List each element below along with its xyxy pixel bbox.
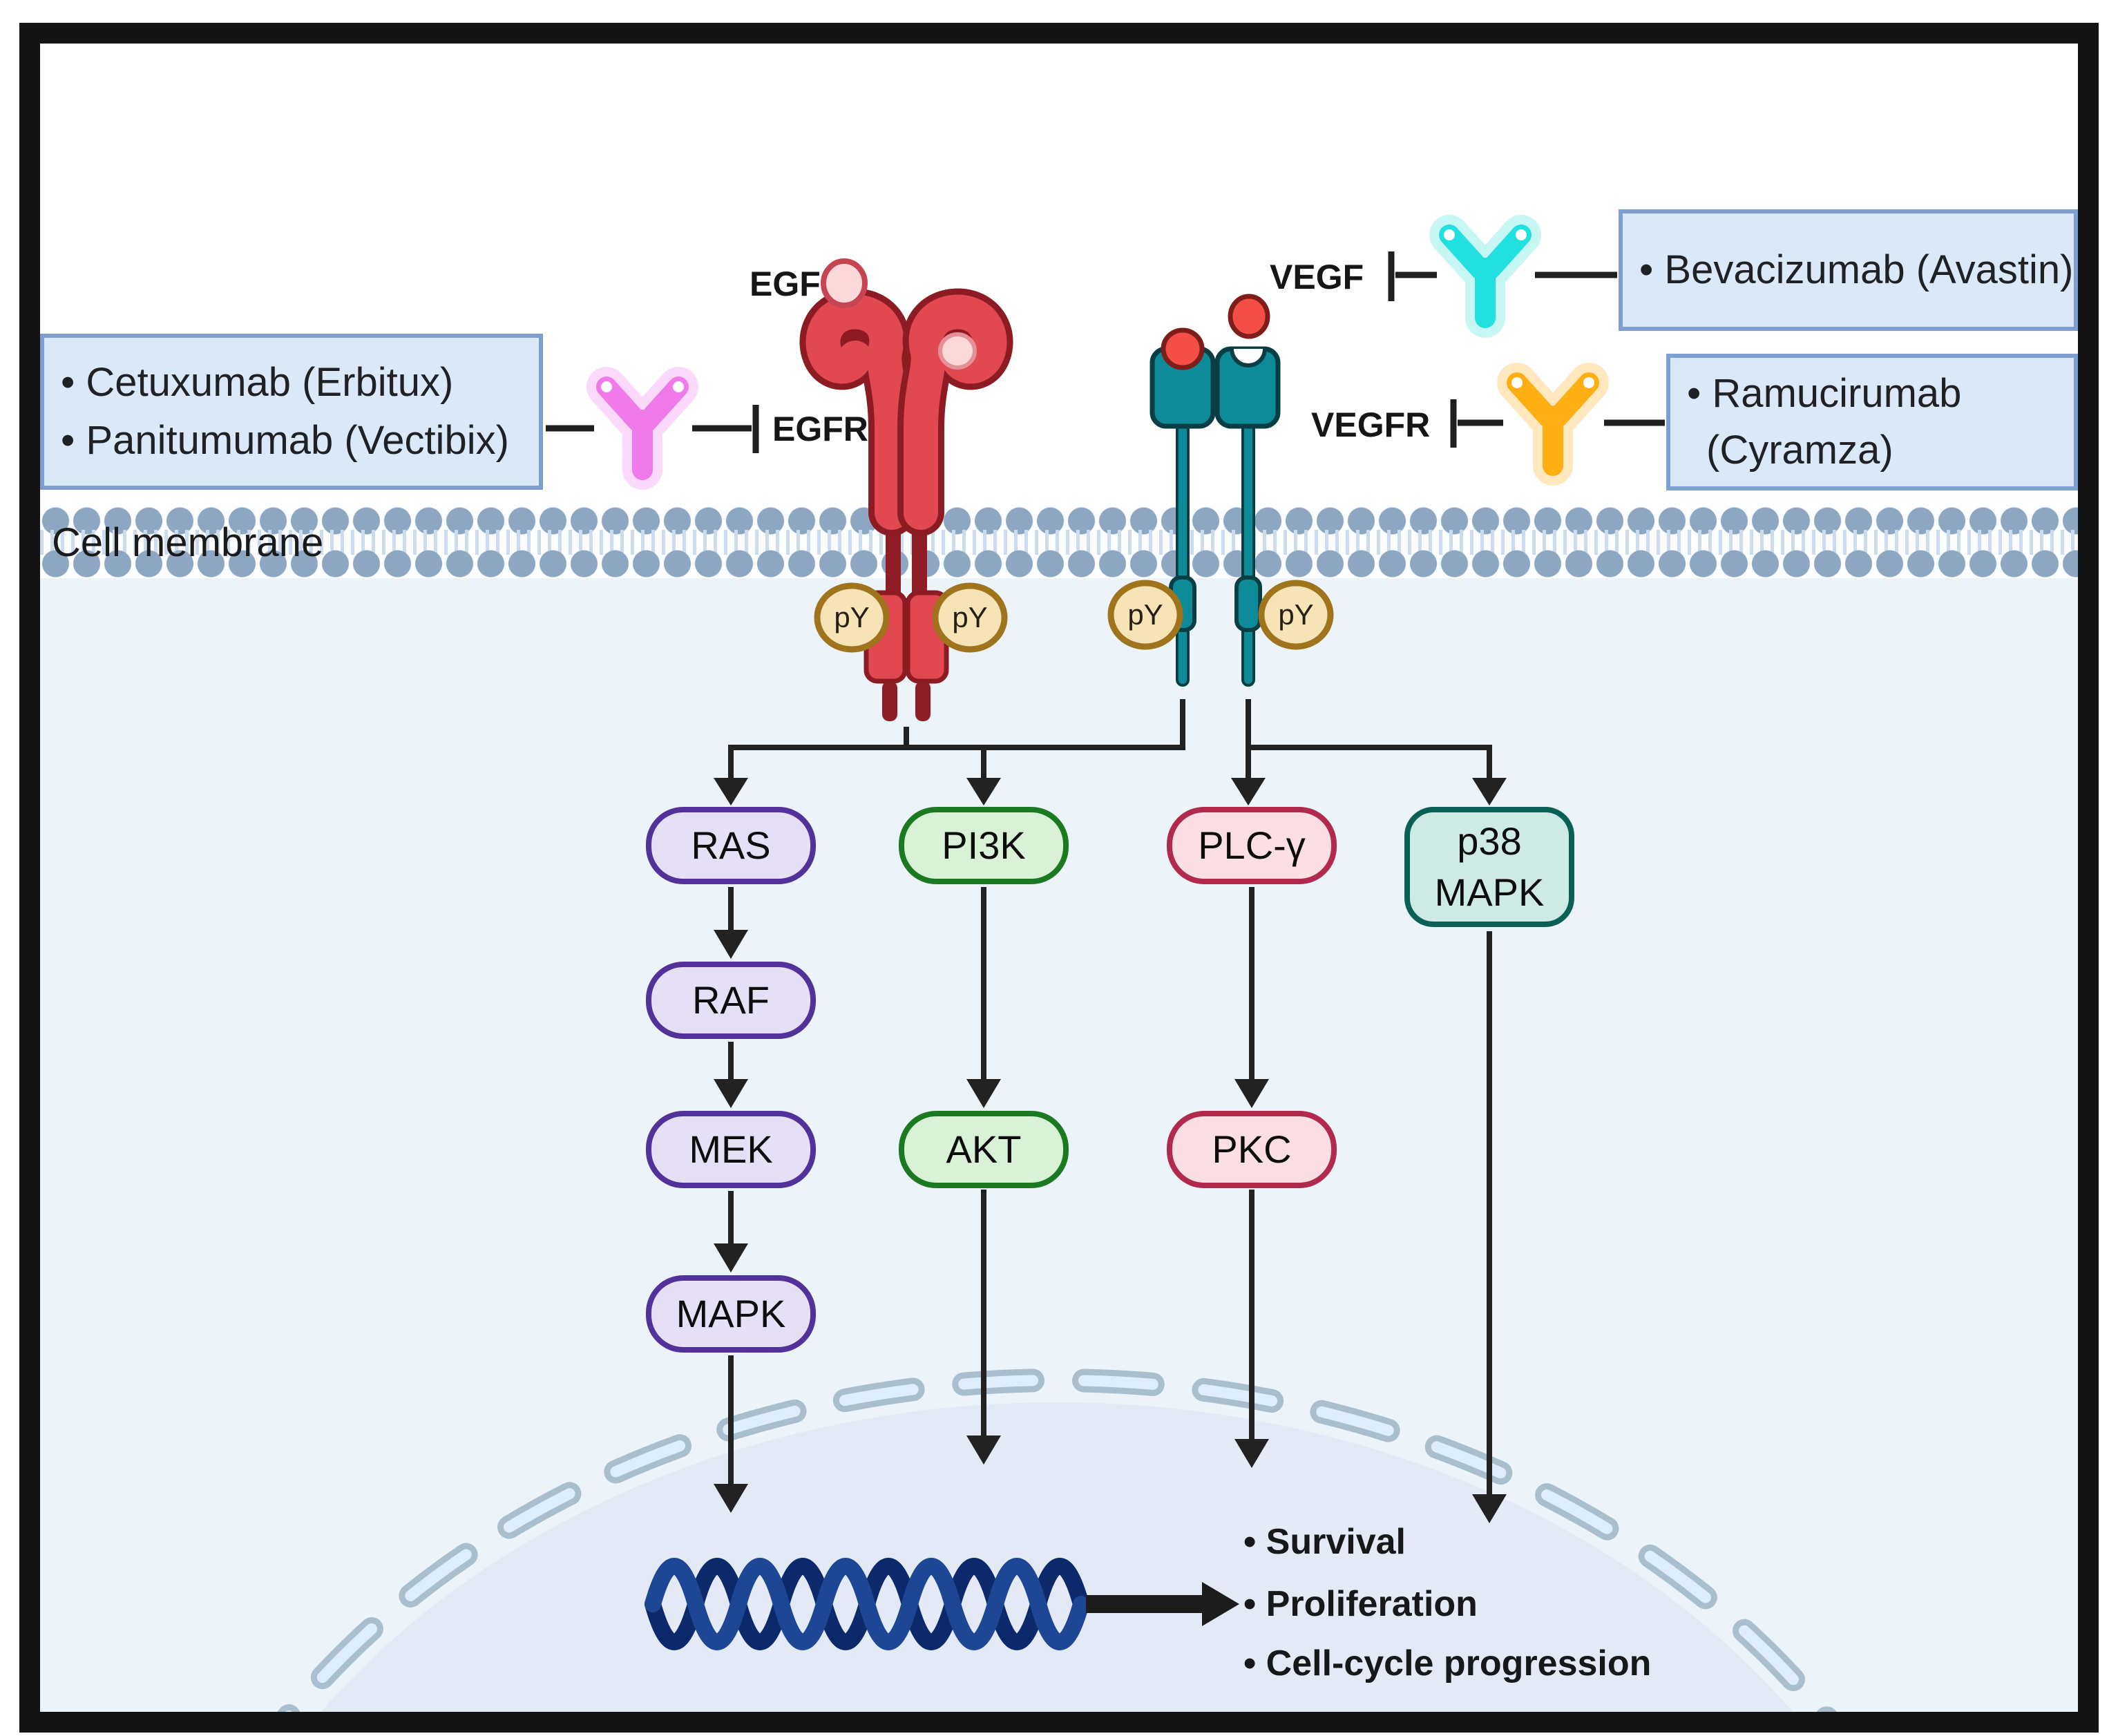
py-badge-label: pY (1127, 598, 1163, 631)
outcome-proliferation: • Proliferation (1243, 1584, 1478, 1624)
node-raf: RAF (646, 962, 816, 1039)
bevacizumab-antibody-icon (1429, 215, 1541, 338)
dna-helix (645, 1558, 1089, 1650)
node-plc-gamma: PLC-γ (1167, 807, 1337, 884)
cell-membrane-band (40, 506, 2078, 578)
vegfr-label: VEGFR (1311, 406, 1431, 444)
vegfr-binding-notch (1230, 348, 1267, 368)
node-pi3k: PI3K (899, 807, 1069, 884)
drug-item: (Cyramza) (1706, 428, 1893, 473)
drug-item: • Cetuxumab (Erbitux) (61, 360, 454, 405)
node-p38-line1: p38 (1457, 819, 1522, 863)
cetuximab-antibody-icon (586, 367, 698, 490)
node-mek: MEK (646, 1111, 816, 1188)
drug-item: • Panitumumab (Vectibix) (61, 418, 509, 463)
vegf-label: VEGF (1270, 258, 1364, 296)
vegf-inhibitor-drug-box: • Bevacizumab (Avastin) (1619, 209, 2078, 331)
vegfr-inhibitor-drug-box: • Ramucirumab (Cyramza) (1666, 354, 2078, 490)
node-mapk: MAPK (646, 1275, 816, 1353)
phosphotyrosine-badges (814, 580, 1334, 653)
py-badge-label: pY (952, 601, 988, 633)
vegf-ligand (1228, 294, 1270, 339)
signal-arrows (728, 699, 1492, 1494)
ramucirumab-antibody-icon (1497, 363, 1609, 486)
py-badge-label: pY (834, 601, 870, 633)
egfr-receptor (799, 288, 1013, 721)
egfr-inhibitor-drug-box: • Cetuxumab (Erbitux) • Panitumumab (Vec… (40, 334, 543, 490)
outcome-cell-cycle: • Cell-cycle progression (1243, 1643, 1652, 1683)
drug-item: • Bevacizumab (Avastin) (1639, 247, 2074, 292)
drug-item: • Ramucirumab (1687, 371, 1962, 416)
egf-label: EGF (750, 265, 821, 303)
node-ras: RAS (646, 807, 816, 884)
bound-vegf-ligand (1161, 327, 1205, 370)
cell-membrane-label: Cell membrane (52, 520, 324, 565)
node-p38-mapk: p38 MAPK (1404, 807, 1574, 927)
transcription-arrow (1086, 1582, 1239, 1626)
bound-egf-ligand (938, 332, 977, 370)
arrowheads (714, 778, 1507, 1523)
node-p38-line2: MAPK (1434, 870, 1545, 914)
membrane-lipid-heads-bottom (40, 549, 2078, 578)
node-pkc: PKC (1167, 1111, 1337, 1188)
node-akt: AKT (899, 1111, 1069, 1188)
inhibition-lines (546, 251, 1665, 453)
outcome-survival: • Survival (1243, 1522, 1406, 1562)
egfr-label: EGFR (772, 410, 868, 448)
egf-ligand (821, 258, 868, 308)
py-badge-label: pY (1278, 598, 1314, 631)
